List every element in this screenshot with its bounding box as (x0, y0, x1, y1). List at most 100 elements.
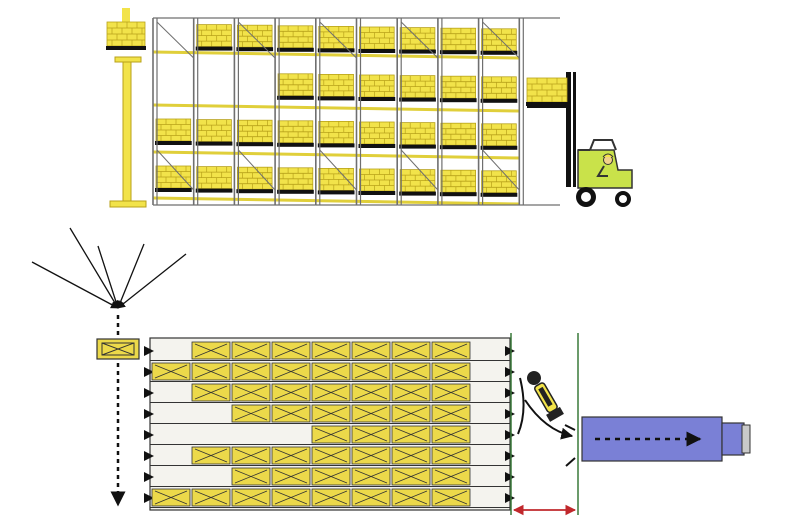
pallet-icon (439, 27, 477, 55)
lane-exit-arrow (505, 409, 515, 419)
lane-entry-arrow (144, 346, 154, 356)
pallet-icon (526, 77, 568, 106)
crate-icon (271, 383, 311, 402)
rack-brace (400, 21, 439, 59)
input-line (97, 245, 120, 309)
crate-icon (191, 446, 231, 465)
pallet-icon (277, 120, 314, 147)
input-line (117, 253, 187, 309)
crate-icon (351, 404, 391, 423)
lift-pallet-icon (106, 21, 146, 50)
yellow-pallet-lift-icon (106, 8, 147, 208)
crate-icon (351, 383, 391, 402)
crate-icon (391, 467, 431, 486)
flow-lane (144, 467, 515, 487)
lane-exit-arrow (505, 346, 515, 356)
input-line (31, 261, 119, 309)
pallet-icon (317, 25, 355, 53)
pallet-icon (236, 166, 274, 194)
pick-curve-arrow (524, 399, 574, 440)
flow-lane (144, 425, 515, 445)
pallet-icon (439, 75, 477, 103)
crate-icon (231, 404, 271, 423)
lane-exit-arrow (505, 367, 515, 377)
crate-icon (271, 488, 311, 507)
pallet-icon (317, 121, 355, 148)
pallet-icon (358, 26, 396, 53)
crate-icon (191, 488, 231, 507)
crate-icon (311, 425, 351, 444)
crate-icon (271, 362, 311, 381)
crate-icon (191, 362, 231, 381)
crate-icon (231, 341, 271, 360)
crate-icon (391, 341, 431, 360)
crate-icon (431, 362, 471, 381)
rack-brace (400, 149, 439, 191)
input-line (117, 243, 145, 309)
pallet-icon (399, 169, 436, 196)
crate-icon (311, 383, 351, 402)
crate-icon (311, 467, 351, 486)
crate-icon (231, 488, 271, 507)
pallet-icon (439, 122, 477, 150)
crate-icon (351, 488, 391, 507)
crate-icon (271, 341, 311, 360)
crate-icon (151, 488, 191, 507)
crate-icon (431, 488, 471, 507)
lane-entry-arrow (144, 367, 154, 377)
crate-icon (191, 383, 231, 402)
crate-icon (311, 488, 351, 507)
flow-lane (144, 446, 515, 466)
pallet-icon (155, 165, 192, 192)
lane-exit-arrow (505, 388, 515, 398)
crate-icon (391, 488, 431, 507)
worker-icon (527, 371, 564, 422)
top-rack-illustration (106, 8, 633, 208)
pallet-icon (155, 118, 192, 145)
pallet-icon (358, 121, 396, 148)
lane-exit-arrow (505, 493, 515, 503)
pallet-icon (480, 170, 518, 197)
crate-icon (311, 446, 351, 465)
rack-frames (152, 17, 560, 206)
forklift-icon (526, 72, 633, 207)
flow-lane (144, 362, 515, 382)
crate-icon (351, 467, 391, 486)
lane-exit-arrow (505, 451, 515, 461)
rack-shelves (152, 50, 520, 206)
pallet-icon (358, 74, 396, 101)
pallet-icon (439, 169, 477, 197)
pallet-icon (236, 119, 274, 147)
pallet-icon (106, 21, 146, 50)
flow-lane (144, 383, 515, 403)
crate-icon (391, 404, 431, 423)
rack-brace (238, 149, 276, 191)
rack-beam (152, 103, 520, 113)
crate-icon (431, 383, 471, 402)
crate-icon (431, 341, 471, 360)
crate-icon (271, 467, 311, 486)
crate-icon (391, 383, 431, 402)
crate-icon (351, 446, 391, 465)
pallet-icon (480, 28, 518, 55)
pallet-icon (480, 123, 518, 150)
crate-icon (351, 425, 391, 444)
crate-icon (271, 404, 311, 423)
pallet-icon (399, 122, 436, 149)
crate-icon (431, 425, 471, 444)
truck-icon (581, 416, 751, 462)
crate-icon (311, 362, 351, 381)
lane-exit-arrow (505, 472, 515, 482)
rack-brace (482, 149, 520, 191)
rack-brace (156, 21, 195, 59)
crate-icon (231, 383, 271, 402)
flow-lane (144, 404, 515, 424)
crate-icon (311, 341, 351, 360)
flow-lane (144, 341, 515, 361)
pallet-icon (399, 75, 436, 102)
pallet-icon (358, 168, 396, 195)
crate-icon (431, 404, 471, 423)
lane-entry-arrow (144, 451, 154, 461)
